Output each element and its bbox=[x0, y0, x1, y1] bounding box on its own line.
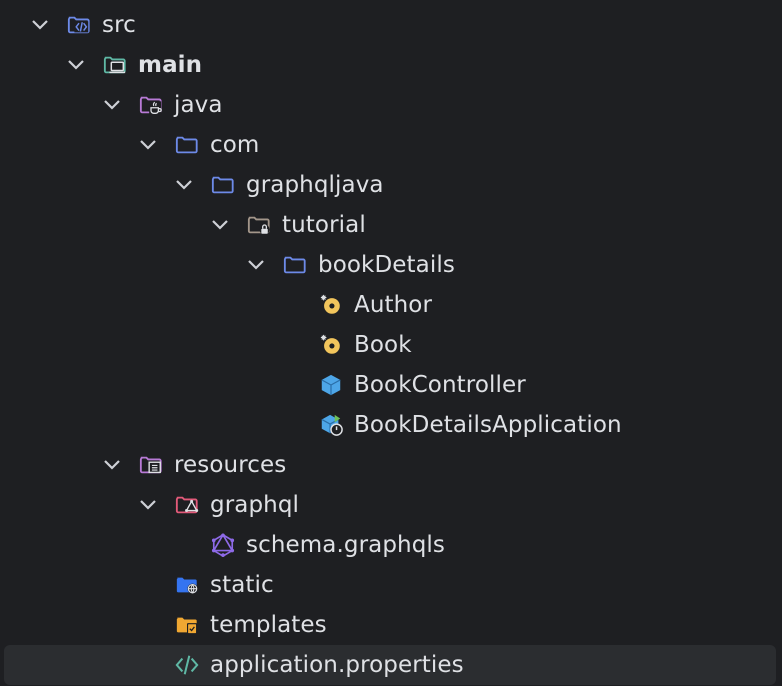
tree-item-label: BookDetailsApplication bbox=[354, 412, 622, 438]
selection-highlight bbox=[4, 645, 776, 685]
tree-item-label: bookDetails bbox=[318, 252, 455, 278]
tree-item-resources[interactable]: resources bbox=[0, 445, 782, 485]
tree-item-label: graphqljava bbox=[246, 172, 384, 198]
tree-item-static[interactable]: static bbox=[0, 565, 782, 605]
package-folder-icon bbox=[209, 173, 237, 197]
chevron-down-icon[interactable] bbox=[138, 135, 158, 155]
java-sources-folder-icon bbox=[137, 93, 165, 117]
tree-item-graphql[interactable]: graphql bbox=[0, 485, 782, 525]
record-class-icon bbox=[317, 293, 345, 317]
tree-item-label: Author bbox=[354, 292, 433, 318]
chevron-down-icon[interactable] bbox=[246, 255, 266, 275]
source-folder-icon bbox=[65, 13, 93, 37]
tree-item-schema-graphqls[interactable]: schema.graphqls bbox=[0, 525, 782, 565]
tree-item-label: src bbox=[102, 12, 136, 38]
tree-item-label: resources bbox=[174, 452, 287, 478]
chevron-down-icon[interactable] bbox=[66, 55, 86, 75]
package-folder-icon bbox=[281, 253, 309, 277]
properties-file-icon bbox=[173, 653, 201, 677]
tree-item-templates[interactable]: templates bbox=[0, 605, 782, 645]
tree-item-label: static bbox=[210, 572, 274, 598]
tree-item-book[interactable]: Book bbox=[0, 325, 782, 365]
tree-item-label: graphql bbox=[210, 492, 300, 518]
tree-item-bookcontroller[interactable]: BookController bbox=[0, 365, 782, 405]
package-folder-icon bbox=[173, 133, 201, 157]
tree-item-main[interactable]: main bbox=[0, 45, 782, 85]
tree-item-src[interactable]: src bbox=[0, 5, 782, 45]
chevron-down-icon[interactable] bbox=[102, 95, 122, 115]
spring-bean-icon bbox=[317, 373, 345, 397]
tree-item-label: BookController bbox=[354, 372, 526, 398]
tree-item-tutorial[interactable]: tutorial bbox=[0, 205, 782, 245]
tree-item-label: tutorial bbox=[282, 212, 366, 238]
tree-item-author[interactable]: Author bbox=[0, 285, 782, 325]
locked-package-folder-icon bbox=[245, 213, 273, 237]
tree-item-label: com bbox=[210, 132, 260, 158]
tree-item-bookdetails[interactable]: bookDetails bbox=[0, 245, 782, 285]
spring-boot-application-icon bbox=[317, 413, 345, 437]
tree-item-label: java bbox=[174, 92, 223, 118]
web-folder-icon bbox=[173, 573, 201, 597]
graphql-folder-icon bbox=[173, 493, 201, 517]
tree-item-label: main bbox=[138, 52, 203, 78]
chevron-down-icon[interactable] bbox=[30, 15, 50, 35]
tree-item-label: Book bbox=[354, 332, 412, 358]
templates-folder-icon bbox=[173, 613, 201, 637]
tree-item-bookdetailsapplication[interactable]: BookDetailsApplication bbox=[0, 405, 782, 445]
chevron-down-icon[interactable] bbox=[210, 215, 230, 235]
tree-item-label: application.properties bbox=[210, 652, 464, 678]
chevron-down-icon[interactable] bbox=[138, 495, 158, 515]
chevron-down-icon[interactable] bbox=[102, 455, 122, 475]
tree-item-application-properties[interactable]: application.properties bbox=[0, 645, 782, 685]
module-folder-icon bbox=[101, 53, 129, 77]
record-class-icon bbox=[317, 333, 345, 357]
tree-item-label: schema.graphqls bbox=[246, 532, 445, 558]
resources-folder-icon bbox=[137, 453, 165, 477]
tree-item-label: templates bbox=[210, 612, 327, 638]
tree-item-com[interactable]: com bbox=[0, 125, 782, 165]
chevron-down-icon[interactable] bbox=[174, 175, 194, 195]
tree-item-java[interactable]: java bbox=[0, 85, 782, 125]
tree-item-graphqljava[interactable]: graphqljava bbox=[0, 165, 782, 205]
graphql-file-icon bbox=[209, 533, 237, 558]
